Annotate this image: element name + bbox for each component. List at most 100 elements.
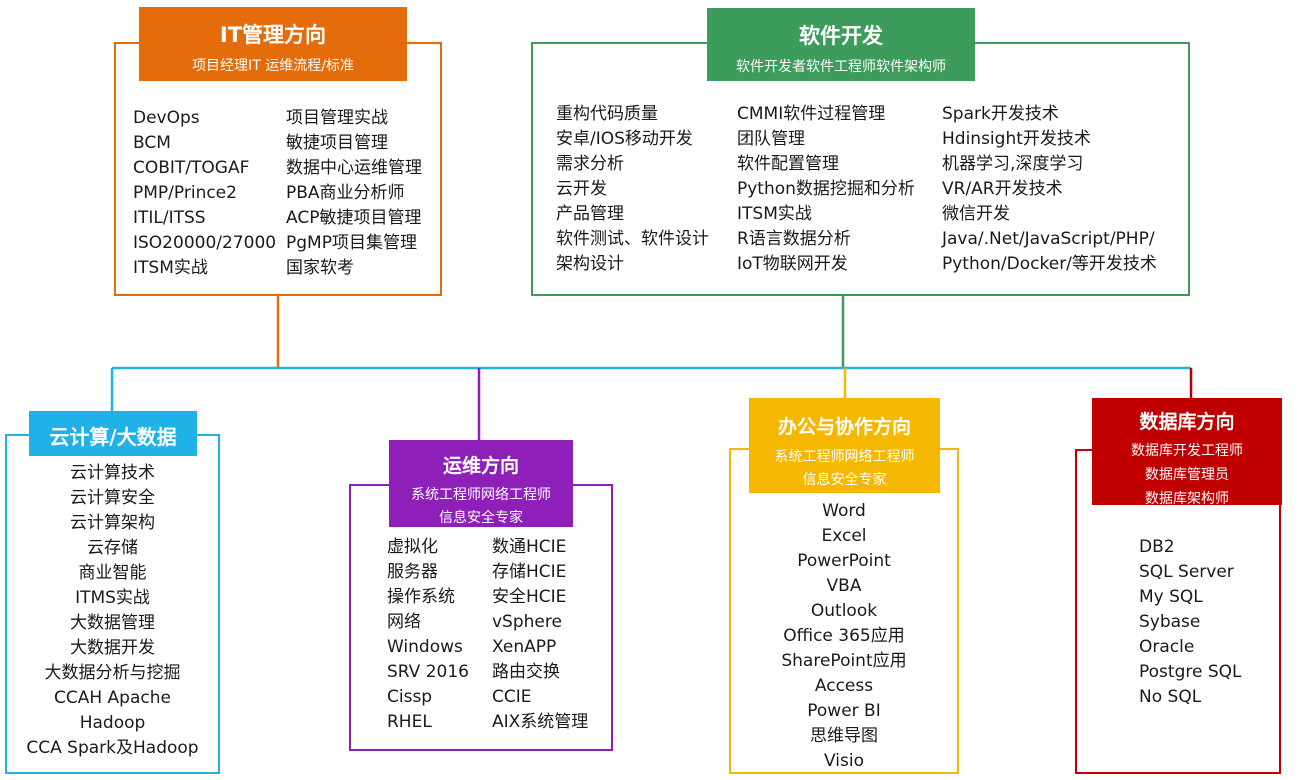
list-item: Access (814, 676, 874, 696)
list-item: 云计算安全 (70, 488, 155, 508)
list-item: SQL Server (1139, 562, 1234, 582)
ops-list-1: 虚拟化 服务器 操作系统 网络 Windows SRV 2016 Cissp R… (387, 535, 469, 735)
list-item: 敏捷项目管理 (286, 133, 388, 153)
office-list: Word Excel PowerPoint VBA Outlook Office… (729, 499, 959, 774)
list-item: Windows (387, 637, 463, 657)
list-item: ITSM实战 (133, 258, 208, 278)
list-item: Hadoop (79, 713, 146, 733)
list-item: CCAH Apache (54, 688, 171, 708)
list-item: XenAPP (492, 637, 557, 657)
list-item: SRV 2016 (387, 662, 469, 682)
cloud-bigdata-list: 云计算技术 云计算安全 云计算架构 云存储 商业智能 ITMS实战 大数据管理 … (5, 461, 220, 761)
list-item: 需求分析 (556, 154, 624, 174)
list-item: 路由交换 (492, 662, 560, 682)
ops-list-2: 数通HCIE 存储HCIE 安全HCIE vSphere XenAPP 路由交换… (492, 535, 588, 735)
list-item: Excel (821, 526, 867, 546)
list-item: BCM (133, 133, 171, 153)
list-item: 数据中心运维管理 (286, 158, 422, 178)
list-item: 安全HCIE (492, 587, 567, 607)
list-item: RHEL (387, 712, 432, 732)
list-item: 重构代码质量 (556, 104, 658, 124)
list-item: 微信开发 (942, 204, 1010, 224)
list-item: 操作系统 (387, 587, 455, 607)
list-item: Sybase (1139, 612, 1201, 632)
database-subtitle-2: 数据库管理员 (1145, 467, 1229, 483)
list-item: 云计算技术 (70, 463, 155, 483)
list-item: Python/Docker/等开发技术 (942, 254, 1157, 274)
database-list: DB2 SQL Server My SQL Sybase Oracle Post… (1139, 535, 1241, 710)
list-item: PBA商业分析师 (286, 183, 405, 203)
list-item: VBA (826, 576, 862, 596)
list-item: Office 365应用 (783, 626, 905, 646)
ops-header: 运维方向 系统工程师网络工程师 信息安全专家 (389, 440, 573, 527)
list-item: 存储HCIE (492, 562, 567, 582)
software-dev-panel (531, 42, 1190, 296)
software-dev-list-1: 重构代码质量 安卓/IOS移动开发 需求分析 云开发 产品管理 软件测试、软件设… (556, 102, 709, 277)
list-item: 架构设计 (556, 254, 624, 274)
list-item: 云开发 (556, 179, 607, 199)
cloud-bigdata-header: 云计算/大数据 (29, 411, 197, 456)
cloud-bigdata-title: 云计算/大数据 (49, 425, 177, 449)
software-dev-list-3: Spark开发技术 Hdinsight开发技术 机器学习,深度学习 VR/AR开… (942, 102, 1157, 277)
list-item: SharePoint应用 (781, 651, 907, 671)
office-header: 办公与协作方向 系统工程师网络工程师 信息安全专家 (749, 398, 940, 493)
list-item: 云计算架构 (70, 513, 155, 533)
office-title: 办公与协作方向 (777, 416, 911, 438)
list-item: ITIL/ITSS (133, 208, 206, 228)
it-management-list-2: 项目管理实战 敏捷项目管理 数据中心运维管理 PBA商业分析师 ACP敏捷项目管… (286, 106, 422, 281)
list-item: DB2 (1139, 537, 1175, 557)
list-item: 商业智能 (78, 563, 147, 583)
database-subtitle-1: 数据库开发工程师 (1131, 443, 1243, 459)
list-item: 大数据分析与挖掘 (44, 663, 181, 683)
software-dev-list-2: CMMI软件过程管理 团队管理 软件配置管理 Python数据挖掘和分析 ITS… (737, 102, 915, 277)
list-item: 大数据开发 (70, 638, 155, 658)
list-item: Outlook (810, 601, 878, 621)
database-title: 数据库方向 (1139, 411, 1235, 433)
ops-subtitle-2: 信息安全专家 (439, 510, 523, 526)
list-item: 思维导图 (810, 726, 878, 746)
list-item: PgMP项目集管理 (286, 233, 417, 253)
software-dev-title: 软件开发 (799, 24, 883, 48)
list-item: No SQL (1139, 687, 1202, 707)
list-item: Power BI (807, 701, 881, 721)
list-item: Spark开发技术 (942, 104, 1059, 124)
ops-subtitle-1: 系统工程师网络工程师 (411, 487, 551, 503)
office-subtitle-1: 系统工程师网络工程师 (774, 449, 915, 465)
list-item: 虚拟化 (387, 537, 438, 557)
it-management-subtitle: 项目经理IT 运维流程/标准 (192, 58, 354, 74)
list-item: 产品管理 (556, 204, 624, 224)
list-item: Cissp (387, 687, 433, 707)
list-item: DevOps (133, 108, 200, 128)
list-item: 数通HCIE (492, 537, 567, 557)
list-item: 团队管理 (737, 129, 805, 149)
list-item: Java/.Net/JavaScript/PHP/ (942, 229, 1155, 249)
list-item: PMP/Prince2 (133, 183, 237, 203)
list-item: IoT物联网开发 (737, 254, 848, 274)
list-item: Oracle (1139, 637, 1195, 657)
list-item: 国家软考 (286, 258, 354, 278)
list-item: CCA Spark及Hadoop (26, 738, 199, 758)
list-item: ITMS实战 (75, 588, 150, 608)
list-item: 软件配置管理 (737, 154, 839, 174)
cloud-bigdata-panel (5, 434, 220, 774)
list-item: Python数据挖掘和分析 (737, 179, 915, 199)
database-subtitle-3: 数据库架构师 (1145, 491, 1229, 507)
list-item: CCIE (492, 687, 532, 707)
list-item: 网络 (387, 612, 421, 632)
list-item: vSphere (492, 612, 562, 632)
list-item: 安卓/IOS移动开发 (556, 129, 693, 149)
list-item: PowerPoint (797, 551, 891, 571)
list-item: 服务器 (387, 562, 438, 582)
ops-title: 运维方向 (442, 455, 519, 477)
list-item: Visio (824, 751, 864, 771)
list-item: Word (822, 501, 866, 521)
software-dev-header: 软件开发 软件开发者软件工程师软件架构师 (707, 8, 975, 81)
list-item: 软件测试、软件设计 (556, 229, 709, 249)
list-item: CMMI软件过程管理 (737, 104, 886, 124)
database-header: 数据库方向 数据库开发工程师 数据库管理员 数据库架构师 (1092, 398, 1282, 507)
list-item: ACP敏捷项目管理 (286, 208, 422, 228)
list-item: 云存储 (87, 538, 138, 558)
it-management-list-1: DevOps BCM COBIT/TOGAF PMP/Prince2 ITIL/… (133, 106, 276, 281)
list-item: AIX系统管理 (492, 712, 589, 732)
